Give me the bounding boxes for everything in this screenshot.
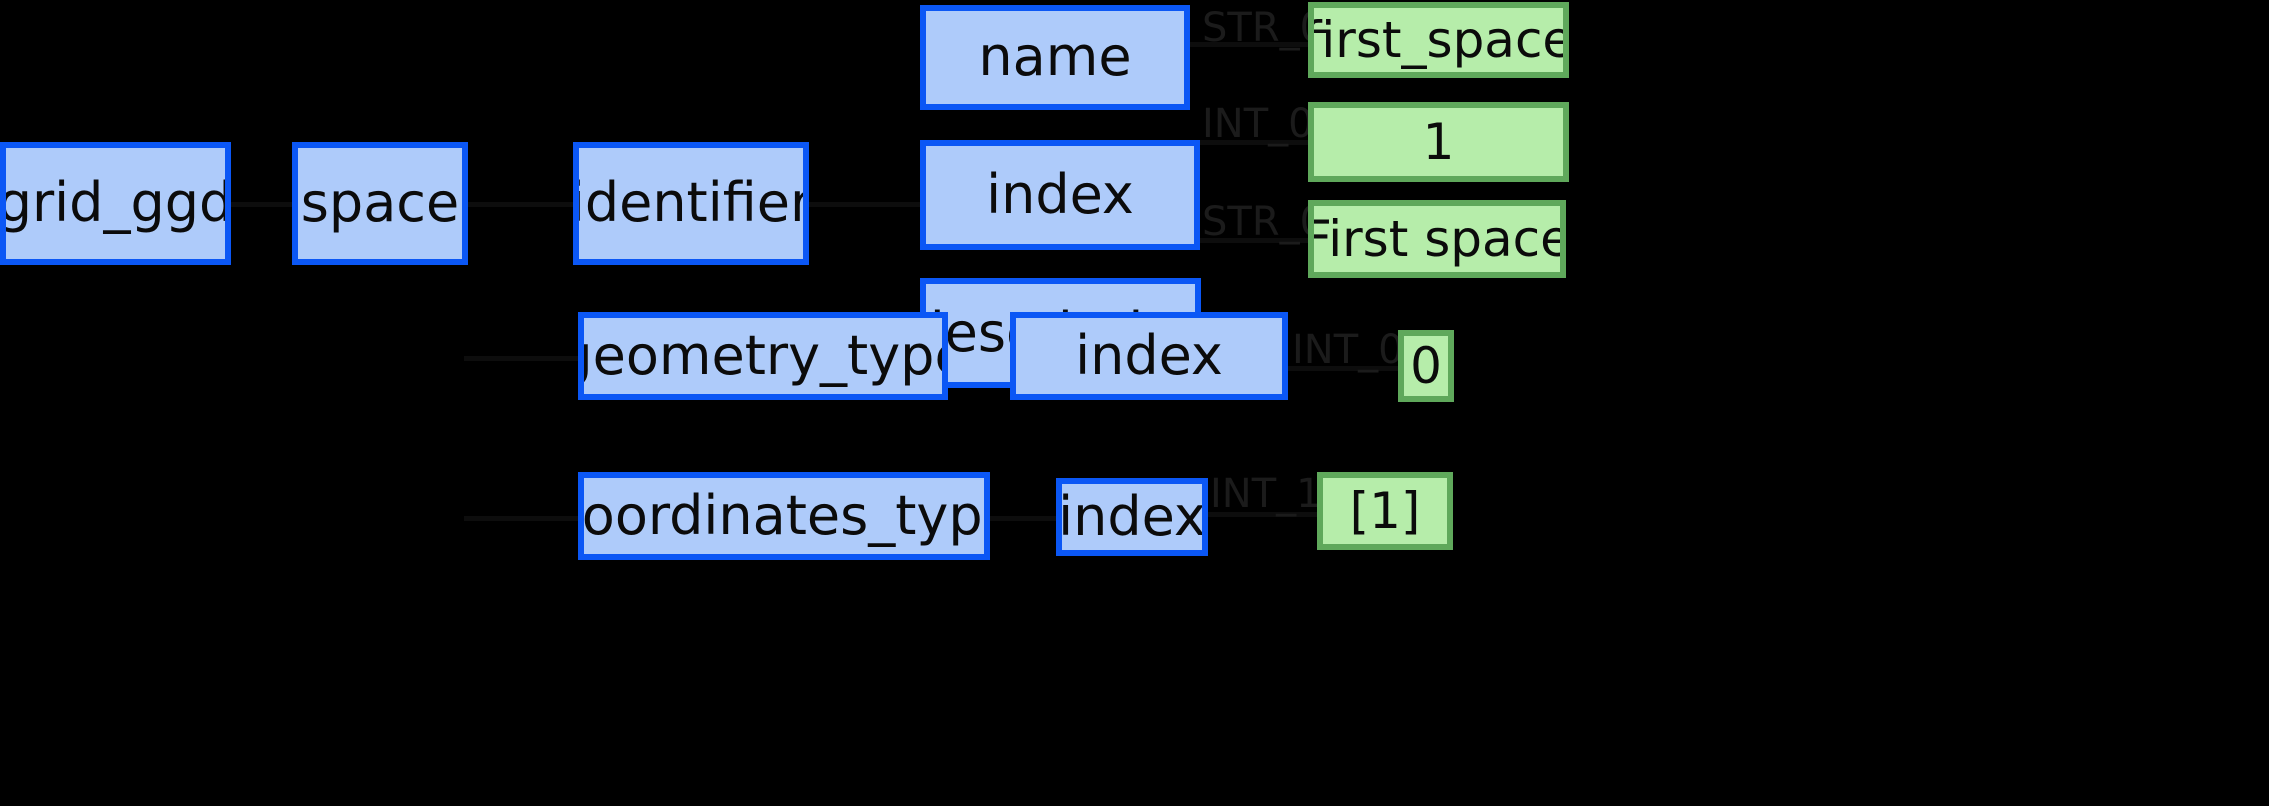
edge-space-coordinates_type — [464, 516, 582, 521]
node-first_space_desc[interactable]: "First space" — [1308, 200, 1566, 278]
node-first_space[interactable]: "first_space" — [1308, 2, 1569, 78]
edge-space-geometry_type — [464, 356, 582, 361]
node-one[interactable]: 1 — [1308, 102, 1569, 182]
edge-description-value — [1197, 238, 1312, 243]
node-name[interactable]: name — [920, 5, 1190, 110]
edge-index-value — [1196, 140, 1312, 145]
node-identifier[interactable]: identifier — [573, 142, 809, 265]
edge-coordinates_type-index — [986, 516, 1060, 521]
node-space[interactable]: space — [292, 142, 468, 265]
edge-grid_ggd-space — [228, 202, 296, 207]
node-zero[interactable]: 0 — [1398, 330, 1454, 402]
edge-name-value — [1186, 42, 1312, 47]
edge-geometry-index-value — [1284, 366, 1402, 371]
node-index2[interactable]: index — [1010, 312, 1288, 400]
node-index3[interactable]: index — [1056, 478, 1208, 556]
edge-identifier-description — [805, 202, 923, 207]
node-grid_ggd[interactable]: grid_ggd — [0, 142, 231, 265]
edge-space-identifier — [464, 202, 576, 207]
node-geometry_type[interactable]: geometry_type — [578, 312, 948, 400]
node-coordinates_type[interactable]: coordinates_type — [578, 472, 990, 560]
node-index1[interactable]: index — [920, 140, 1200, 250]
node-bracket_one[interactable]: [1] — [1317, 472, 1453, 550]
edge-coordinates-index-value — [1204, 512, 1321, 517]
